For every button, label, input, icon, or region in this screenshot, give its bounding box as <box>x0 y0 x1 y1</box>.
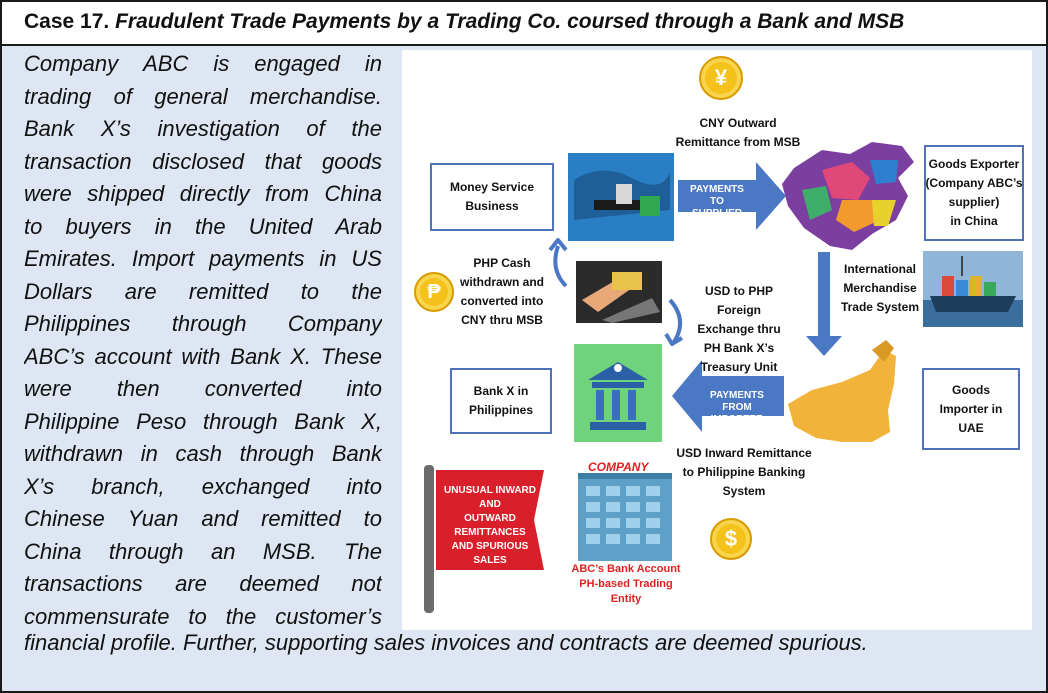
company-sign: COMPANY <box>588 460 649 474</box>
down-arrow <box>806 252 842 356</box>
uae-map-icon <box>788 340 896 442</box>
goods-exporter-box: Goods Exporter(Company ABC’s supplier)in… <box>924 145 1024 241</box>
yuan-coin-icon: ¥ <box>699 56 743 100</box>
peso-coin-icon: ₱ <box>414 272 454 312</box>
office-building-image <box>578 473 672 561</box>
curved-arrow-up-left <box>548 238 568 288</box>
curved-arrow-down-right <box>664 298 684 346</box>
payments-to-supplier-arrow <box>678 162 786 230</box>
case-label: Case 17. <box>24 10 110 33</box>
china-map-icon <box>782 142 914 250</box>
diagram-graphics <box>424 142 1023 613</box>
dollar-coin-icon: $ <box>710 518 752 560</box>
bank-building-image <box>574 344 662 442</box>
case-description-last-line: financial profile. Further, supporting s… <box>24 630 868 655</box>
cargo-ship-image <box>923 251 1023 327</box>
case-title: Fraudulent Trade Payments by a Trading C… <box>115 10 905 33</box>
cash-exchange-image <box>576 261 662 323</box>
red-flag-image <box>424 465 544 613</box>
money-transfer-image <box>568 153 674 241</box>
case-header: Case 17. Fraudulent Trade Payments by a … <box>2 2 1046 46</box>
payments-from-importer-arrow <box>672 360 784 432</box>
